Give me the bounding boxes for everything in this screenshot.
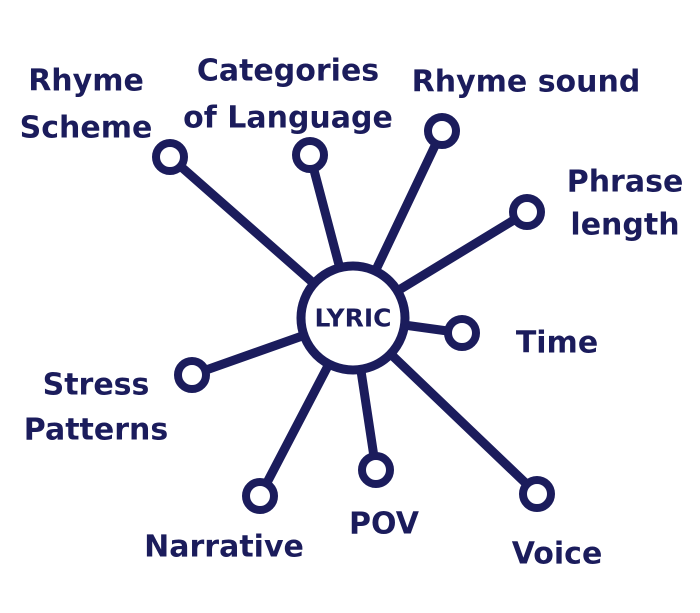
center-label: LYRIC bbox=[314, 304, 391, 333]
label-narrative-line-1: Narrative bbox=[144, 530, 304, 565]
nodes-layer bbox=[152, 113, 555, 514]
node-voice bbox=[519, 476, 555, 512]
label-stress-patterns-line-2: Patterns bbox=[24, 413, 168, 448]
label-phrase-length-line-1: Phrase bbox=[567, 165, 684, 200]
node-categories-of-language bbox=[292, 137, 328, 173]
node-stress-patterns bbox=[174, 357, 210, 393]
label-voice-line-1: Voice bbox=[512, 537, 603, 572]
label-categories-of-language-line-2: of Language bbox=[183, 101, 393, 136]
node-phrase-length bbox=[509, 194, 545, 230]
node-rhyme-scheme bbox=[152, 139, 188, 175]
label-categories-of-language-line-1: Categories bbox=[197, 54, 379, 89]
label-rhyme-scheme-line-1: Rhyme bbox=[28, 64, 144, 99]
center-hub bbox=[296, 261, 410, 375]
label-stress-patterns-line-1: Stress bbox=[43, 368, 150, 403]
label-rhyme-scheme-line-2: Scheme bbox=[20, 111, 153, 146]
label-phrase-length-line-2: length bbox=[570, 208, 679, 243]
label-pov-line-1: POV bbox=[349, 507, 420, 542]
node-rhyme-sound bbox=[424, 113, 460, 149]
node-narrative bbox=[242, 478, 278, 514]
node-pov bbox=[358, 452, 394, 488]
node-time bbox=[444, 315, 480, 351]
label-rhyme-sound-line-1: Rhyme sound bbox=[412, 65, 641, 100]
label-time-line-1: Time bbox=[516, 326, 598, 361]
